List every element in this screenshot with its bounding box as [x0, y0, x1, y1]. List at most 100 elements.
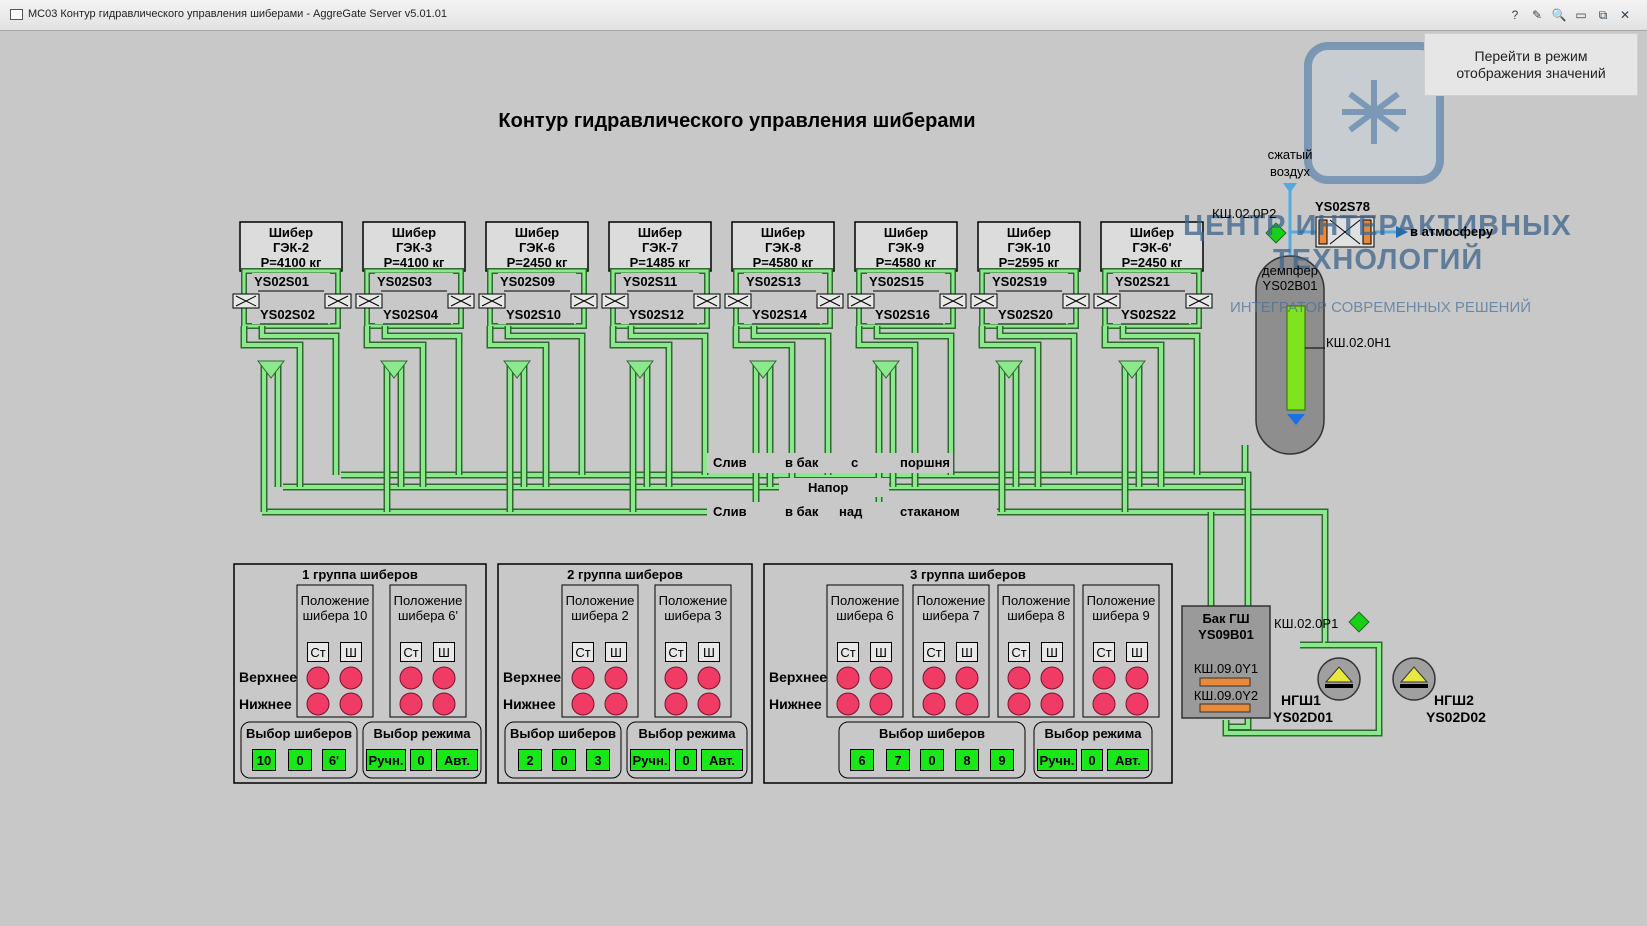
pump-2-code: YS02D02: [1426, 709, 1486, 725]
gate-valve-cross: [850, 295, 872, 307]
gate-title: Шибер: [637, 225, 683, 240]
position-sh-button[interactable]: Ш: [1041, 642, 1063, 662]
select-gates-1-title: Выбор шиберов: [246, 726, 352, 741]
select-gates-2-button-1[interactable]: 0: [552, 749, 576, 771]
pipe-label-drain: Слив: [713, 455, 747, 470]
select-mode-1-button-2[interactable]: Авт.: [436, 749, 478, 771]
position-sh-button[interactable]: Ш: [956, 642, 978, 662]
select-mode-1-button-0[interactable]: Ручн.: [366, 749, 406, 771]
pump-1-code: YS02D01: [1273, 709, 1333, 725]
position-sh-button[interactable]: Ш: [1126, 642, 1148, 662]
select-gates-2-title: Выбор шиберов: [510, 726, 616, 741]
tank-level-bar-2: [1199, 703, 1251, 713]
gate-check-icon-5: [871, 360, 901, 379]
select-gates-3-button-1[interactable]: 7: [886, 749, 910, 771]
tank-level-label-2: КШ.09.0Y2: [1193, 688, 1259, 703]
pipe-return-2-fill: [506, 326, 584, 475]
help-icon[interactable]: ?: [1511, 8, 1519, 22]
position-st-button[interactable]: Ст: [400, 642, 422, 662]
gate-valve-top: YS02S09: [500, 274, 555, 289]
select-mode-2-button-2[interactable]: Авт.: [701, 749, 743, 771]
gate-name: ГЭК-3: [395, 240, 433, 255]
page-title: Контур гидравлического управления шибера…: [498, 110, 976, 132]
select-gates-1-button-2[interactable]: 6': [322, 749, 346, 771]
select-gates-2-button-2[interactable]: 3: [586, 749, 610, 771]
position-sh-button[interactable]: Ш: [433, 642, 455, 662]
gate-valve-cross: [1065, 295, 1087, 307]
gate-name: ГЭК-6': [1132, 240, 1172, 255]
position-label: Положение: [1086, 593, 1156, 608]
select-gates-3-button-2[interactable]: 0: [920, 749, 944, 771]
pipe-return-0-fill: [260, 326, 338, 475]
gate-valve-cross: [942, 295, 964, 307]
position-sh-button[interactable]: Ш: [698, 642, 720, 662]
gate-cylinder-inner-5: [867, 273, 945, 324]
gate-valve-bottom: YS02S02: [260, 307, 315, 322]
gate-box-1: [362, 221, 466, 272]
select-mode-3-title: Выбор режима: [1044, 726, 1142, 741]
position-st-button[interactable]: Ст: [923, 642, 945, 662]
display-mode-button[interactable]: Перейти в режим отображения значений: [1424, 33, 1638, 96]
position-st-button[interactable]: Ст: [1093, 642, 1115, 662]
select-mode-1-button-1[interactable]: 0: [410, 749, 432, 771]
position-sh-button[interactable]: Ш: [870, 642, 892, 662]
tank-box: [1181, 605, 1271, 719]
position-st-button[interactable]: Ст: [1008, 642, 1030, 662]
pipe-label-tank2: в бак: [785, 504, 819, 519]
position-st-button[interactable]: Ст: [665, 642, 687, 662]
group-title: 2 группа шиберов: [567, 567, 683, 582]
zoom-icon[interactable]: 🔍: [1551, 8, 1567, 22]
select-mode-3-button-2[interactable]: Авт.: [1107, 749, 1149, 771]
position-indicator-icon: [922, 692, 946, 716]
window-title: МС03 Контур гидравлического управления ш…: [28, 8, 447, 20]
position-st-button[interactable]: Ст: [307, 642, 329, 662]
gate-valve-top: YS02S11: [623, 274, 678, 289]
position-indicator-icon: [604, 666, 628, 690]
position-indicator-icon: [306, 692, 330, 716]
select-mode-2-button-0[interactable]: Ручн.: [630, 749, 670, 771]
gate-weight: P=4100 кг: [260, 255, 322, 270]
select-gates-3-button-0[interactable]: 6: [850, 749, 874, 771]
select-gates-3-button-3[interactable]: 8: [955, 749, 979, 771]
position-st-button[interactable]: Ст: [837, 642, 859, 662]
edit-icon[interactable]: ✎: [1531, 8, 1543, 22]
group-title: 1 группа шиберов: [302, 567, 418, 582]
select-gates-1-button-1[interactable]: 0: [288, 749, 312, 771]
position-sh-button[interactable]: Ш: [340, 642, 362, 662]
position-label: Положение: [1001, 593, 1071, 608]
tank-level-label-1: КШ.09.0Y1: [1193, 661, 1259, 676]
select-mode-2-button-1[interactable]: 0: [675, 749, 697, 771]
pump-1-name: НГШ1: [1281, 692, 1321, 708]
window-icon[interactable]: ⧉: [1598, 8, 1608, 22]
gate-weight: P=4580 кг: [875, 255, 937, 270]
damper-level-bar: [1286, 305, 1306, 411]
gate-title: Шибер: [1006, 225, 1052, 240]
position-indicator-icon: [922, 666, 946, 690]
select-mode-3-button-0[interactable]: Ручн.: [1037, 749, 1077, 771]
position-sh-button[interactable]: Ш: [605, 642, 627, 662]
gate-valve-cross: [819, 295, 841, 307]
watermark-line3: ИНТЕГРАТОР СОВРЕМЕННЫХ РЕШЕНИЙ: [1230, 299, 1532, 316]
select-gates-3-button-4[interactable]: 9: [990, 749, 1014, 771]
gate-cylinder-inner-6: [990, 273, 1068, 324]
close-icon[interactable]: ✕: [1619, 8, 1631, 22]
select-gates-2-button-0[interactable]: 2: [518, 749, 542, 771]
pipe-return-3-fill: [629, 326, 707, 475]
gate-valve-top: YS02S01: [254, 274, 309, 289]
gate-box-2: [485, 221, 589, 272]
position-indicator-icon: [399, 692, 423, 716]
restore-icon[interactable]: ▭: [1575, 8, 1587, 22]
gate-check-icon-0: [256, 360, 286, 379]
valve-coil-left: [1318, 219, 1328, 245]
select-mode-3-button-1[interactable]: 0: [1081, 749, 1103, 771]
select-gates-1-button-0[interactable]: 10: [252, 749, 276, 771]
gate-name: ГЭК-10: [1007, 240, 1051, 255]
air-label-2: воздух: [1269, 164, 1311, 179]
position-st-button[interactable]: Ст: [572, 642, 594, 662]
pipe-return-6-fill: [998, 326, 1076, 475]
gate-valve-cross: [1096, 295, 1118, 307]
gate-check-icon-3: [625, 360, 655, 379]
pipe-label-from: с: [851, 455, 859, 470]
position-name: шибера 9: [1092, 608, 1150, 623]
position-indicator-icon: [1092, 666, 1116, 690]
